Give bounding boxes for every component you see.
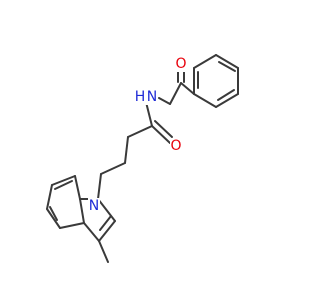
bond-14: [145, 101, 153, 127]
bond-32: [49, 206, 58, 221]
bond-2: [215, 93, 239, 108]
bond-9: [180, 82, 195, 95]
bond-34: [98, 240, 109, 263]
atom-H1: H: [134, 89, 146, 105]
bond-12: [169, 82, 182, 105]
bond-26: [99, 215, 112, 231]
atom-label-oxygen-ketone: O: [175, 56, 186, 72]
atom-O2: O: [170, 138, 182, 154]
bond-0: [215, 54, 239, 69]
bond-19: [100, 162, 126, 175]
atom-O1: O: [175, 56, 187, 72]
bond-18: [124, 136, 129, 164]
atom-label-oxygen-amide: O: [170, 138, 181, 154]
bond-5: [193, 54, 217, 69]
bond-15: [151, 125, 171, 144]
bond-17: [127, 125, 153, 138]
bonds-layer: [46, 54, 239, 263]
bond-28: [46, 208, 61, 229]
bond-7: [217, 89, 235, 101]
bond-24: [79, 198, 85, 224]
atom-label-nitrogen-indole: N: [89, 198, 99, 214]
atom-label-hydrogen-amide: H: [135, 89, 146, 105]
bond-31: [74, 175, 81, 200]
atom-N1: N: [146, 89, 158, 105]
bond-21: [97, 198, 116, 222]
bond-23: [83, 222, 100, 242]
bond-29: [46, 184, 53, 210]
bond-13: [158, 97, 171, 105]
bond-27: [59, 222, 85, 229]
structure-canvas: O N H O N: [46, 54, 239, 263]
bond-16: [154, 120, 173, 138]
bond-6: [218, 61, 236, 72]
atom-label-nitrogen-amide: N: [147, 89, 157, 105]
bond-3: [193, 93, 217, 108]
bond-30: [51, 175, 76, 186]
bond-22: [98, 220, 116, 242]
atom-N2: N: [88, 198, 100, 214]
bond-20: [97, 173, 102, 200]
bond-33: [54, 180, 73, 190]
atom-labels-layer: O N H O N: [88, 56, 187, 214]
